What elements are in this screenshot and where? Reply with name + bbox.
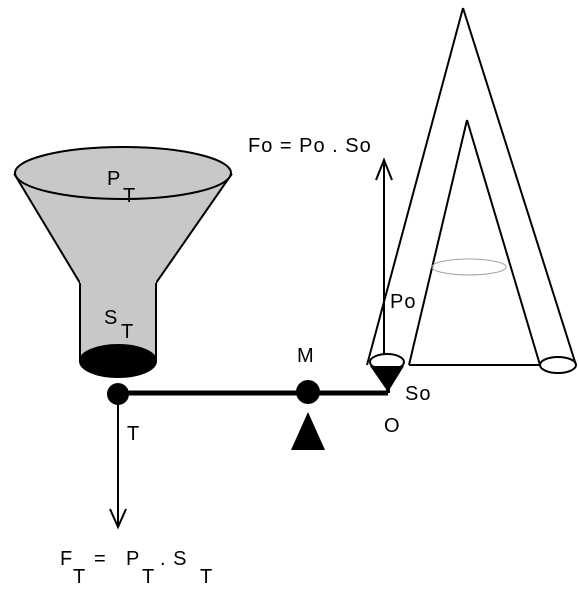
- label-pt-subscript: T: [123, 185, 135, 207]
- u-tube: [366, 7, 577, 392]
- funnel-bottom-disc: [79, 344, 157, 378]
- svg-text:. S: . S: [160, 548, 187, 570]
- label-t: T: [127, 423, 140, 445]
- piston-so: [370, 366, 404, 392]
- label-fo-formula: Fo = Po . So: [248, 135, 372, 157]
- label-o: O: [384, 415, 401, 437]
- label-st-subscript: T: [121, 321, 133, 343]
- force-fo-arrow: [375, 157, 393, 368]
- label-m: M: [297, 345, 315, 367]
- label-pt: P: [107, 168, 121, 190]
- force-ft-arrow: [109, 394, 127, 530]
- joint-m: [296, 380, 320, 404]
- svg-text:T: T: [142, 566, 154, 588]
- label-so: So: [405, 383, 431, 405]
- svg-text:F: F: [60, 548, 73, 570]
- tube-right-end: [539, 356, 577, 374]
- funnel: [13, 146, 233, 378]
- label-po: Po: [390, 291, 416, 313]
- svg-text:=: =: [94, 548, 107, 570]
- funnel-top-ellipse: [14, 146, 232, 200]
- svg-text:T: T: [73, 566, 85, 588]
- label-st: S: [104, 307, 118, 329]
- tube-level-ellipse: [431, 258, 507, 276]
- svg-text:T: T: [200, 566, 212, 588]
- label-ft-formula: F T = P T . S T: [60, 548, 212, 588]
- fulcrum-triangle: [291, 412, 325, 450]
- svg-text:P: P: [126, 548, 140, 570]
